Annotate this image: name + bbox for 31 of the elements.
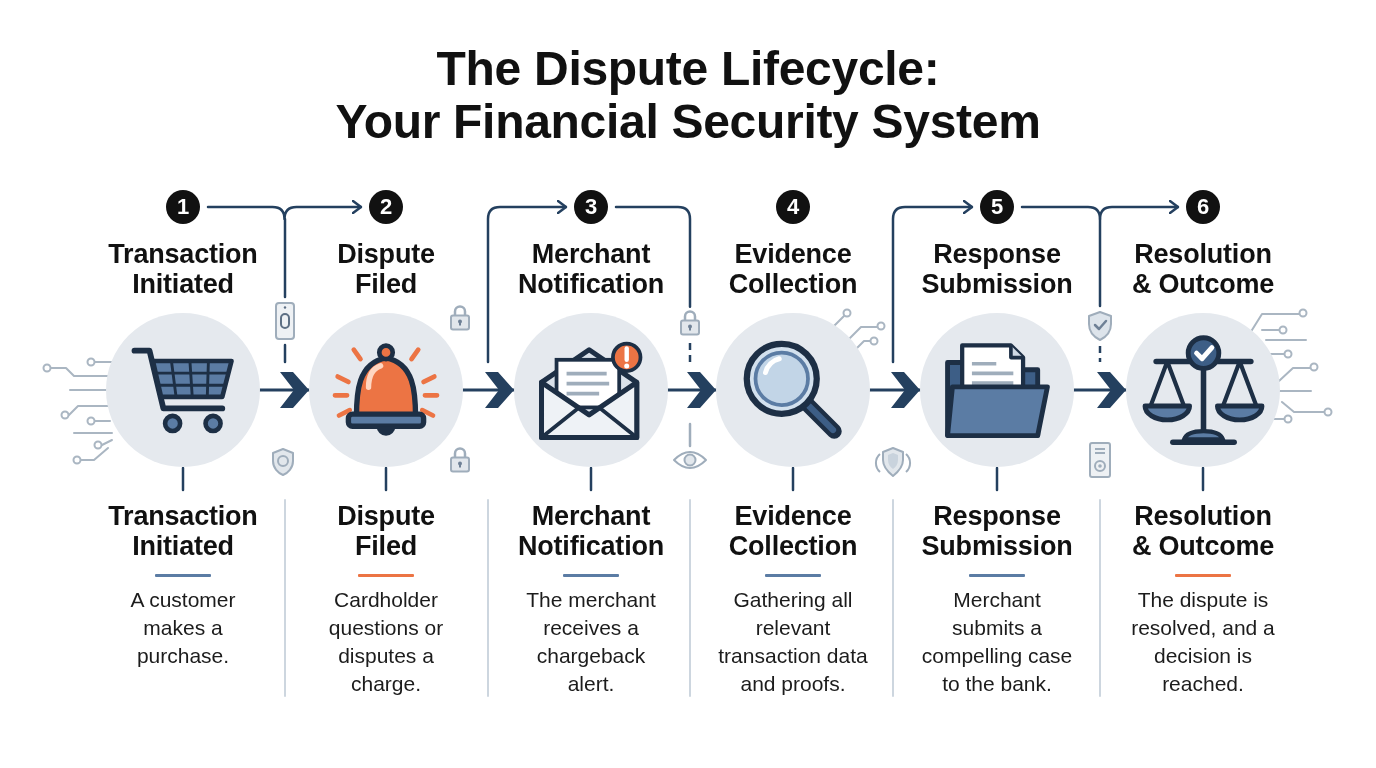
step-heading: Transaction Initiated	[108, 239, 258, 299]
step-heading: Merchant Notification	[517, 239, 665, 299]
connector-line	[614, 205, 692, 308]
connector-arrow	[891, 199, 974, 364]
number-badge: 6	[1186, 190, 1220, 224]
step-heading: Transaction Initiated	[108, 501, 258, 561]
step-heading: Dispute Filed	[337, 501, 435, 561]
number-badge: 5	[980, 190, 1014, 224]
step-heading: Evidence Collection	[728, 501, 858, 561]
step-description: Gathering all relevant transaction data and proofs.	[718, 588, 868, 695]
step-description: The merchant receives a chargeback alert.	[526, 588, 656, 695]
step-heading: Resolution & Outcome	[1131, 239, 1275, 299]
step-heading: Dispute Filed	[337, 239, 435, 299]
number-badge: 2	[369, 190, 403, 224]
step-heading: Merchant Notification	[517, 501, 665, 561]
number-badge: 1	[166, 190, 200, 224]
step-heading: Evidence Collection	[728, 239, 858, 299]
title: The Dispute Lifecycle: Your Financial Security System	[335, 42, 1041, 148]
number-badge: 3	[574, 190, 608, 224]
step-description: Cardholder questions or disputes a charge.	[328, 588, 444, 695]
lock-icon	[680, 309, 700, 337]
connector-arrow	[206, 199, 363, 221]
step-description: A customer makes a purchase.	[130, 588, 236, 667]
connector-arrow	[486, 199, 568, 364]
step-description: The dispute is resolved, and a decision is reached.	[1131, 588, 1275, 695]
step-heading: Resolution & Outcome	[1131, 501, 1275, 561]
step-heading: Response Submission	[921, 501, 1073, 561]
step-description: Merchant submits a compelling case to the bank.	[921, 588, 1073, 695]
step-heading: Response Submission	[921, 239, 1073, 299]
number-badge: 4	[776, 190, 810, 224]
connector-arrow	[1020, 199, 1180, 221]
